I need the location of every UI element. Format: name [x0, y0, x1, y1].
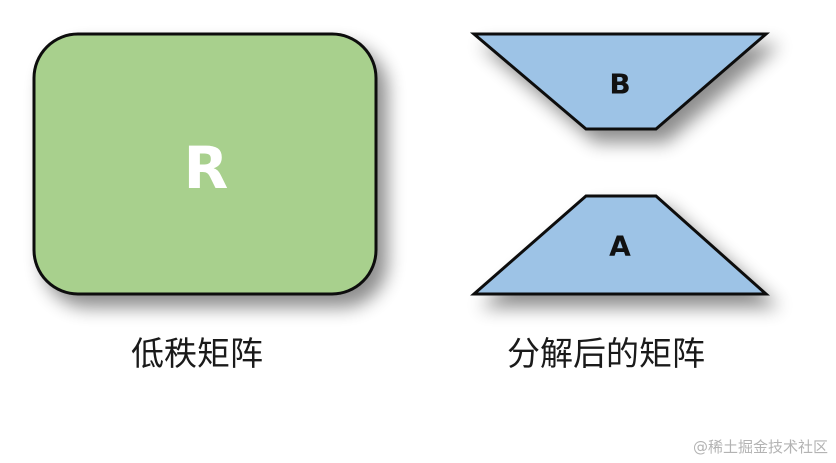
watermark: @稀土掘金技术社区: [692, 438, 828, 456]
matrix-b-label: B: [609, 68, 630, 101]
matrix-a: A: [470, 194, 770, 296]
matrix-b: B: [469, 32, 771, 131]
low-rank-matrix-box: [32, 32, 378, 296]
matrix-b-trapezoid: [469, 32, 771, 131]
matrix-r-label: R: [184, 134, 229, 202]
low-rank-matrix-caption: 低秩矩阵: [131, 334, 263, 373]
matrix-a-trapezoid: [470, 194, 770, 296]
low-rank-matrix: R: [32, 32, 378, 296]
decomposed-matrices-caption: 分解后的矩阵: [507, 334, 705, 373]
matrix-a-label: A: [609, 230, 631, 263]
